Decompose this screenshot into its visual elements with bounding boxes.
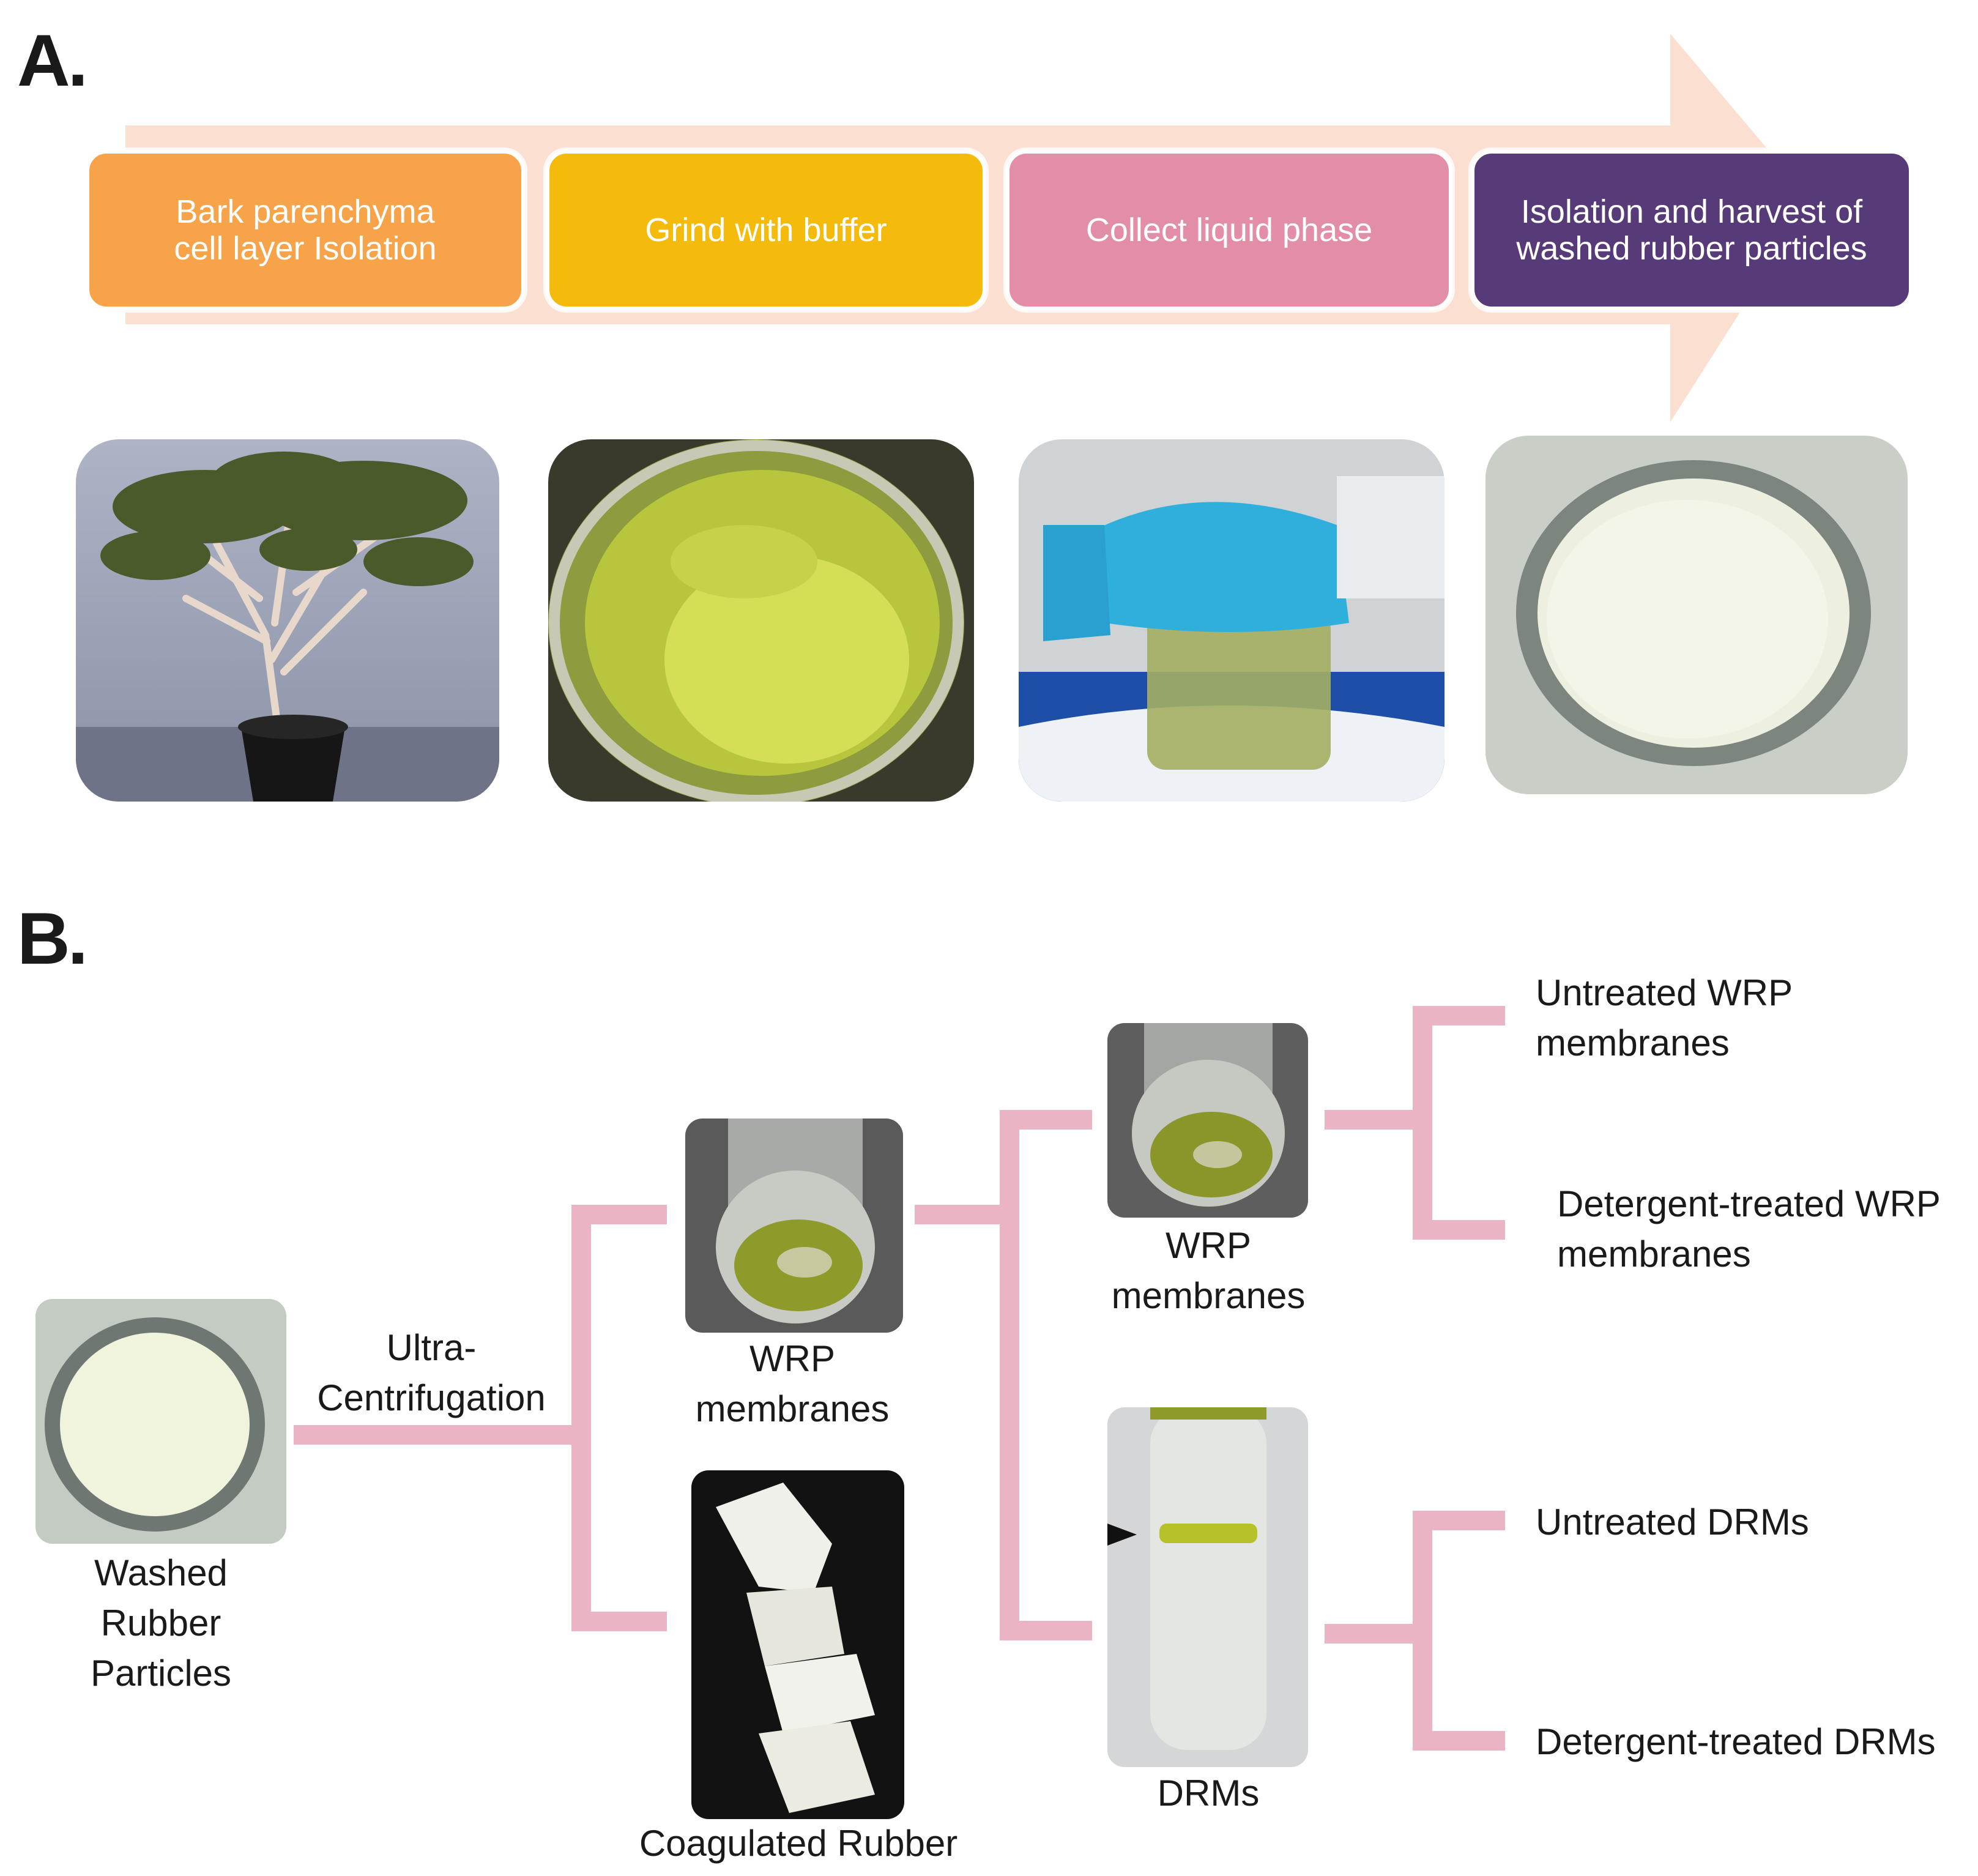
wrp-membranes-tube-thumb	[685, 1119, 903, 1333]
drm-band-arrow-icon	[1107, 1524, 1137, 1546]
green-slurry-bowl-photo	[548, 439, 974, 802]
wrp-membranes-caption-1: WRP membranes	[695, 1338, 890, 1429]
step-bark-isolation: Bark parenchyma cell layer Isolation	[86, 150, 525, 310]
washed-rubber-dish-photo	[1485, 436, 1908, 794]
drms-caption: DRMs	[1157, 1773, 1260, 1814]
wrp-membranes-tube-thumb-2	[1107, 1023, 1308, 1218]
output-detergent-treated-drms: Detergent-treated DRMs	[1536, 1721, 1936, 1762]
panel-b-label: B.	[17, 898, 88, 980]
washed-rubber-thumb	[35, 1299, 286, 1544]
output-detergent-treated-wrp-membranes: Detergent-treated WRP membranes	[1557, 1183, 1941, 1275]
washed-rubber-caption: Washed Rubber Particles	[90, 1552, 232, 1694]
step-harvest-wrp: Isolation and harvest of washed rubber p…	[1471, 150, 1913, 310]
step-collect-liquid: Collect liquid phase	[1006, 150, 1452, 310]
panel-a-label: A.	[17, 20, 88, 102]
coagulated-rubber-caption: Coagulated Rubber	[639, 1823, 958, 1864]
plant-photo	[76, 439, 499, 802]
gloved-hands-squeezing-photo	[1019, 439, 1444, 802]
wrp-membranes-caption-2: WRP membranes	[1111, 1225, 1306, 1316]
output-untreated-drms: Untreated DRMs	[1536, 1502, 1809, 1543]
ultracentrifugation-label: Ultra- Centrifugation	[317, 1327, 546, 1418]
drms-tube-thumb	[1107, 1407, 1308, 1767]
coagulated-rubber-thumb	[691, 1470, 904, 1819]
output-untreated-wrp-membranes: Untreated WRP membranes	[1536, 972, 1793, 1063]
step-grind-buffer: Grind with buffer	[546, 150, 986, 310]
